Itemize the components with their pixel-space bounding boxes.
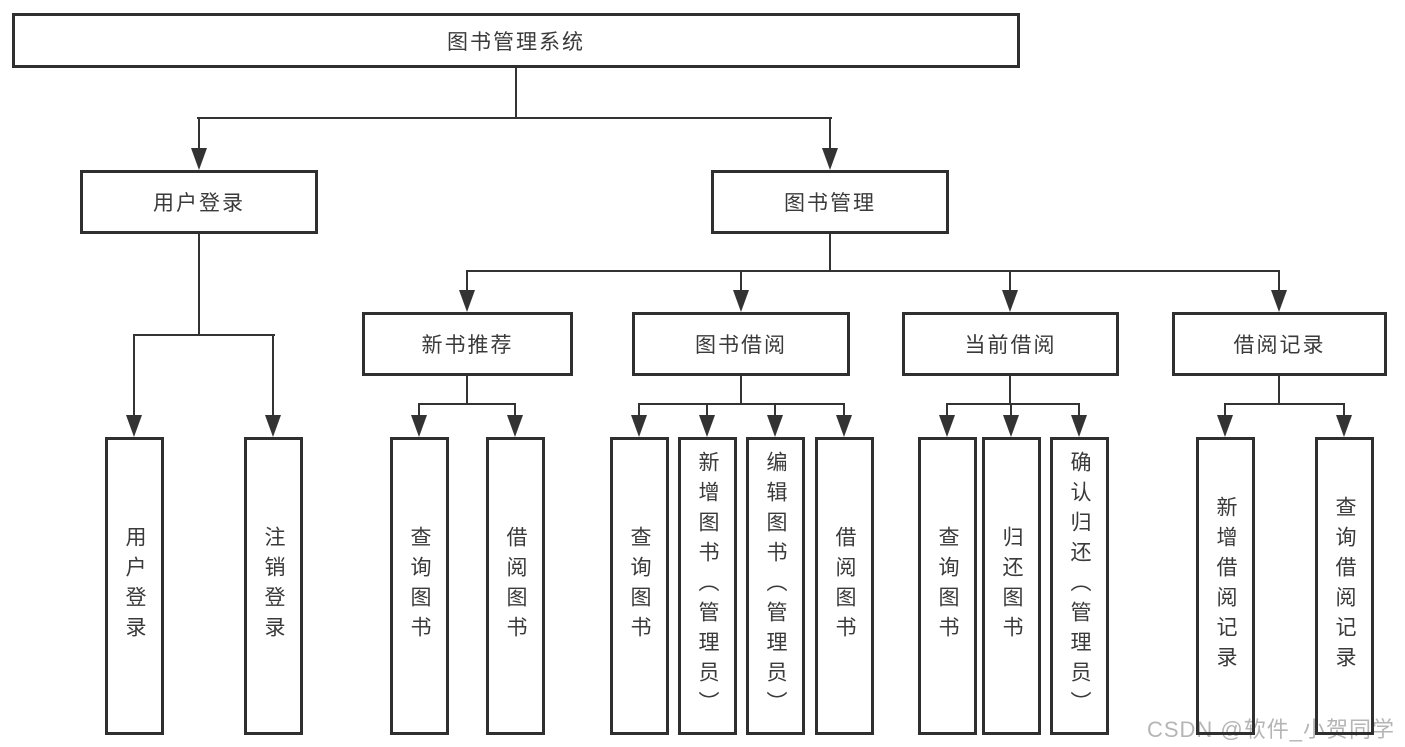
leaf-query-borrow-record: 查询借阅记录 xyxy=(1315,437,1374,735)
connector-line xyxy=(1224,403,1226,417)
connector-line xyxy=(740,376,742,404)
connector-arrow xyxy=(1003,415,1019,437)
connector-arrow xyxy=(1071,415,1087,437)
connector-line xyxy=(466,270,1280,272)
connector-arrow xyxy=(1271,290,1287,312)
connector-line xyxy=(466,270,468,292)
connector-line xyxy=(1010,403,1012,417)
connector-line xyxy=(1078,403,1080,417)
leaf-confirm-return-admin: 确认归还（管理员） xyxy=(1050,437,1109,735)
leaf-label: 查询图书 xyxy=(936,526,959,646)
connector-line xyxy=(706,403,708,417)
leaf-borrow-books: 借阅图书 xyxy=(815,437,874,735)
leaf-query-books: 查询图书 xyxy=(918,437,977,735)
connector-line xyxy=(638,403,640,417)
connector-line xyxy=(829,117,831,150)
node-current-borrowing: 当前借阅 xyxy=(902,312,1119,376)
connector-arrow xyxy=(126,415,142,437)
node-book-borrowing: 图书借阅 xyxy=(632,312,850,376)
connector-arrow xyxy=(767,415,783,437)
leaf-label: 查询图书 xyxy=(628,526,651,646)
connector-line xyxy=(466,376,468,404)
connector-line xyxy=(946,403,948,417)
connector-arrow xyxy=(265,415,281,437)
connector-line xyxy=(740,270,742,292)
connector-arrow xyxy=(459,290,475,312)
leaf-add-books-admin: 新增图书（管理员） xyxy=(678,437,737,735)
connector-line xyxy=(946,403,1080,405)
node-label: 借阅记录 xyxy=(1233,334,1326,357)
connector-line xyxy=(1224,403,1345,405)
leaf-query-books: 查询图书 xyxy=(610,437,669,735)
connector-arrow xyxy=(836,415,852,437)
leaf-label: 借阅图书 xyxy=(504,526,527,646)
leaf-label: 借阅图书 xyxy=(833,526,856,646)
node-new-book-recommendation: 新书推荐 xyxy=(362,312,573,376)
node-label: 图书管理系统 xyxy=(447,30,585,54)
leaf-label: 新增借阅记录 xyxy=(1214,496,1237,676)
node-book-management: 图书管理 xyxy=(711,170,949,234)
leaf-label: 用户登录 xyxy=(123,526,146,646)
connector-arrow xyxy=(822,148,838,170)
connector-line xyxy=(1009,376,1011,404)
connector-line xyxy=(133,334,135,416)
connector-line xyxy=(197,117,832,119)
connector-line xyxy=(133,334,275,336)
node-label: 图书管理 xyxy=(784,192,876,215)
connector-arrow xyxy=(733,290,749,312)
leaf-label: 确认归还（管理员） xyxy=(1068,451,1091,721)
node-label: 新书推荐 xyxy=(421,334,514,357)
node-user-login: 用户登录 xyxy=(80,170,318,234)
connector-line xyxy=(1278,376,1280,404)
leaf-label: 编辑图书（管理员） xyxy=(764,451,787,721)
leaf-edit-books-admin: 编辑图书（管理员） xyxy=(746,437,805,735)
leaf-user-login: 用户登录 xyxy=(105,437,164,735)
leaf-borrow-books: 借阅图书 xyxy=(486,437,545,735)
leaf-return-books: 归还图书 xyxy=(982,437,1041,735)
csdn-watermark: CSDN @软件_小贺同学 xyxy=(1146,717,1395,742)
connector-line xyxy=(515,68,517,118)
connector-line xyxy=(1009,270,1011,292)
connector-line xyxy=(774,403,776,417)
connector-line xyxy=(272,334,274,416)
connector-line xyxy=(638,403,845,405)
node-label: 当前借阅 xyxy=(964,334,1057,357)
connector-arrow xyxy=(939,415,955,437)
leaf-label: 注销登录 xyxy=(262,526,285,646)
connector-arrow xyxy=(1217,415,1233,437)
node-borrowing-records: 借阅记录 xyxy=(1172,312,1387,376)
connector-arrow xyxy=(411,415,427,437)
connector-line xyxy=(198,234,200,335)
leaf-label: 新增图书（管理员） xyxy=(696,451,719,721)
leaf-label: 查询图书 xyxy=(408,526,431,646)
leaf-add-borrow-record: 新增借阅记录 xyxy=(1196,437,1255,735)
connector-line xyxy=(418,403,516,405)
leaf-label: 归还图书 xyxy=(1000,526,1023,646)
connector-arrow xyxy=(699,415,715,437)
connector-line xyxy=(514,403,516,417)
leaf-query-books: 查询图书 xyxy=(390,437,449,735)
connector-line xyxy=(418,403,420,417)
node-label: 图书借阅 xyxy=(695,334,787,357)
connector-line xyxy=(1278,270,1280,292)
connector-arrow xyxy=(631,415,647,437)
connector-arrow xyxy=(1002,290,1018,312)
connector-arrow xyxy=(507,415,523,437)
connector-arrow xyxy=(1336,415,1352,437)
connector-line xyxy=(829,234,831,271)
leaf-logout: 注销登录 xyxy=(244,437,303,735)
leaf-label: 查询借阅记录 xyxy=(1333,496,1356,676)
connector-line xyxy=(198,117,200,150)
node-library-management-system: 图书管理系统 xyxy=(12,13,1020,68)
connector-line xyxy=(843,403,845,417)
connector-line xyxy=(1343,403,1345,417)
connector-arrow xyxy=(191,148,207,170)
node-label: 用户登录 xyxy=(153,192,245,215)
